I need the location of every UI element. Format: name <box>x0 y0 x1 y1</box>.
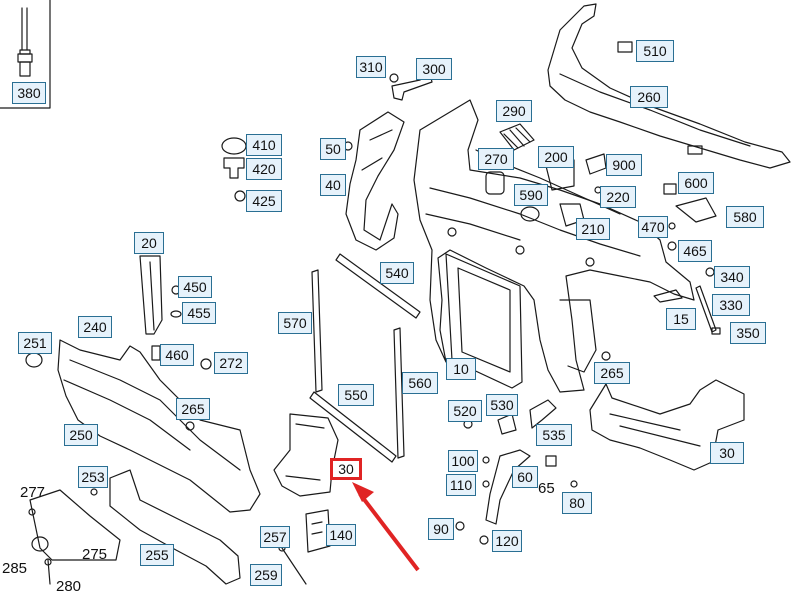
callout-580[interactable]: 580 <box>726 206 764 228</box>
label-277[interactable]: 277 <box>20 484 46 501</box>
callout-600[interactable]: 600 <box>678 172 714 194</box>
bracket-40 <box>345 111 405 251</box>
callout-310[interactable]: 310 <box>356 56 386 78</box>
part-530 <box>497 413 517 435</box>
callout-30-right[interactable]: 30 <box>710 442 744 464</box>
callout-40[interactable]: 40 <box>320 174 346 196</box>
highlight-arrow <box>352 482 420 572</box>
callout-590[interactable]: 590 <box>514 184 548 206</box>
callout-425[interactable]: 425 <box>246 190 282 212</box>
label-65[interactable]: 65 <box>538 480 555 497</box>
bolt-460 <box>151 345 161 361</box>
callout-200[interactable]: 200 <box>538 146 574 168</box>
inset-frame <box>0 0 51 109</box>
radiator-support-10 <box>413 99 695 393</box>
rivet-380-drawing <box>17 7 33 77</box>
callout-530[interactable]: 530 <box>486 394 518 416</box>
callout-257[interactable]: 257 <box>260 526 290 548</box>
air-duct-30-left <box>273 413 339 497</box>
callout-300[interactable]: 300 <box>416 58 452 80</box>
callout-20[interactable]: 20 <box>134 232 164 254</box>
callout-340[interactable]: 340 <box>714 266 750 288</box>
callout-450[interactable]: 450 <box>178 276 212 298</box>
callout-60[interactable]: 60 <box>512 466 538 488</box>
plate-900 <box>585 153 607 175</box>
callout-470[interactable]: 470 <box>638 216 668 238</box>
callout-140[interactable]: 140 <box>326 524 356 546</box>
callout-250[interactable]: 250 <box>64 424 98 446</box>
callout-90[interactable]: 90 <box>428 518 454 540</box>
callout-410[interactable]: 410 <box>246 134 282 156</box>
seal-540 <box>335 253 421 319</box>
callout-900[interactable]: 900 <box>606 154 642 176</box>
callout-535[interactable]: 535 <box>536 424 572 446</box>
callout-510[interactable]: 510 <box>636 40 674 62</box>
cap-251 <box>25 352 43 368</box>
seal-560 <box>393 327 405 459</box>
callout-120[interactable]: 120 <box>492 530 522 552</box>
callout-110[interactable]: 110 <box>446 474 476 496</box>
label-285[interactable]: 285 <box>2 560 28 577</box>
callout-253[interactable]: 253 <box>78 466 108 488</box>
clip-350 <box>711 327 721 335</box>
callout-30-highlighted[interactable]: 30 <box>330 458 362 480</box>
seal-550 <box>309 391 397 463</box>
callout-290[interactable]: 290 <box>496 100 532 122</box>
bracket-20 <box>139 255 163 335</box>
callout-10[interactable]: 10 <box>446 358 476 380</box>
cap-410 <box>221 137 247 155</box>
callout-540[interactable]: 540 <box>380 262 414 284</box>
callout-380[interactable]: 380 <box>12 82 46 104</box>
callout-260[interactable]: 260 <box>630 86 668 108</box>
callout-265-left[interactable]: 265 <box>176 398 210 420</box>
upper-crossmember-260 <box>547 3 791 169</box>
callout-350[interactable]: 350 <box>730 322 766 344</box>
callout-80[interactable]: 80 <box>562 492 592 514</box>
callout-460[interactable]: 460 <box>160 344 194 366</box>
callout-50[interactable]: 50 <box>320 138 346 160</box>
nut-425 <box>234 190 246 202</box>
callout-15[interactable]: 15 <box>666 308 696 330</box>
bracket-580 <box>675 197 717 223</box>
seal-570 <box>311 269 323 393</box>
bracket-140 <box>305 509 331 553</box>
bolt-280 <box>47 559 51 585</box>
arm-60 <box>485 449 531 525</box>
bracket-275 <box>29 489 121 561</box>
callout-520[interactable]: 520 <box>448 400 482 422</box>
label-280[interactable]: 280 <box>56 578 82 595</box>
callout-240[interactable]: 240 <box>78 316 112 338</box>
brace-255 <box>109 469 241 585</box>
callout-330[interactable]: 330 <box>712 294 750 316</box>
callout-251[interactable]: 251 <box>18 332 52 354</box>
callout-420[interactable]: 420 <box>246 158 282 180</box>
callout-560[interactable]: 560 <box>402 372 438 394</box>
mount-420 <box>223 157 245 179</box>
buffer-600 <box>663 183 677 195</box>
bracket-30-right <box>589 379 745 471</box>
callout-259[interactable]: 259 <box>250 564 282 586</box>
callout-220[interactable]: 220 <box>600 186 636 208</box>
callout-100[interactable]: 100 <box>448 450 478 472</box>
callout-455[interactable]: 455 <box>182 302 216 324</box>
label-275[interactable]: 275 <box>82 546 108 563</box>
grille-290 <box>499 123 535 151</box>
part-270 <box>485 171 505 195</box>
callout-210[interactable]: 210 <box>576 218 610 240</box>
hose-535 <box>529 399 557 429</box>
callout-265-right[interactable]: 265 <box>594 362 630 384</box>
callout-270[interactable]: 270 <box>478 148 514 170</box>
callout-550[interactable]: 550 <box>338 384 374 406</box>
callout-272[interactable]: 272 <box>214 352 248 374</box>
callout-255[interactable]: 255 <box>140 544 174 566</box>
nut-272 <box>200 358 212 370</box>
part-590 <box>520 206 540 222</box>
callout-465[interactable]: 465 <box>678 240 712 262</box>
callout-570[interactable]: 570 <box>278 312 312 334</box>
